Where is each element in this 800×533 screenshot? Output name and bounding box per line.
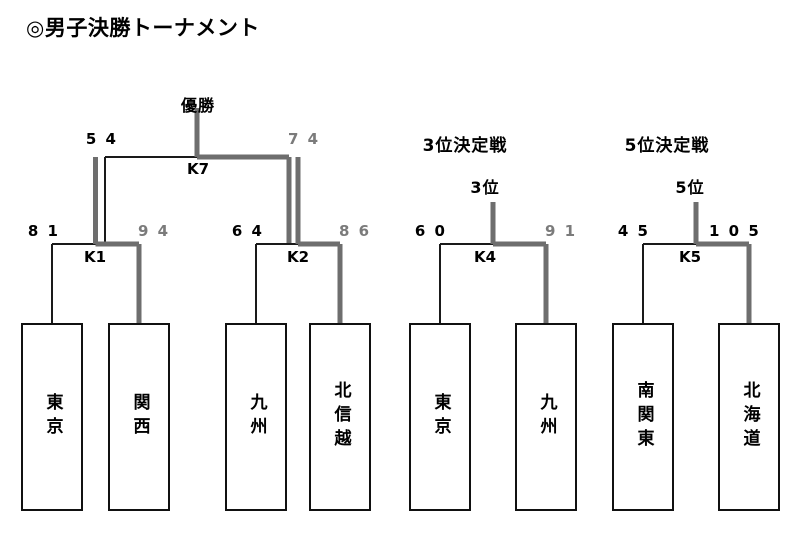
team-box[interactable]: 九州 [225, 323, 287, 511]
score-right-K1: 9 4 [138, 222, 171, 240]
team-name: 北海道 [739, 381, 760, 453]
placement-label-third: 3位 [470, 178, 500, 197]
team-name: 東京 [42, 393, 63, 441]
score-right-K5: 1 0 5 [709, 222, 761, 240]
team-box[interactable]: 東京 [21, 323, 83, 511]
placement-label-champion: 優勝 [180, 96, 216, 115]
team-box[interactable]: 北海道 [718, 323, 780, 511]
team-name: 関西 [129, 393, 150, 441]
page-title: ◎男子決勝トーナメント [26, 16, 260, 40]
score-right-K7: 7 4 [288, 130, 321, 148]
match-code-K1: K1 [83, 248, 107, 266]
team-box[interactable]: 南関東 [612, 323, 674, 511]
team-box[interactable]: 北信越 [309, 323, 371, 511]
team-name: 九州 [246, 393, 267, 441]
score-left-K1: 8 1 [27, 222, 60, 240]
section-title-third_place: 3位決定戦 [422, 136, 508, 156]
team-name: 東京 [430, 393, 451, 441]
match-code-K4: K4 [473, 248, 497, 266]
score-right-K2: 8 6 [339, 222, 372, 240]
team-name: 北信越 [330, 381, 351, 453]
match-code-K5: K5 [678, 248, 702, 266]
team-name: 南関東 [633, 381, 654, 453]
match-code-K7: K7 [186, 160, 210, 178]
score-left-K2: 6 4 [231, 222, 264, 240]
team-box[interactable]: 関西 [108, 323, 170, 511]
team-box[interactable]: 東京 [409, 323, 471, 511]
section-title-fifth_place: 5位決定戦 [624, 136, 710, 156]
placement-label-fifth: 5位 [675, 178, 705, 197]
score-left-K5: 4 5 [617, 222, 650, 240]
match-code-K2: K2 [286, 248, 310, 266]
team-name: 九州 [536, 393, 557, 441]
score-right-K4: 9 1 [545, 222, 578, 240]
team-box[interactable]: 九州 [515, 323, 577, 511]
score-left-K7: 5 4 [85, 130, 118, 148]
score-left-K4: 6 0 [414, 222, 447, 240]
